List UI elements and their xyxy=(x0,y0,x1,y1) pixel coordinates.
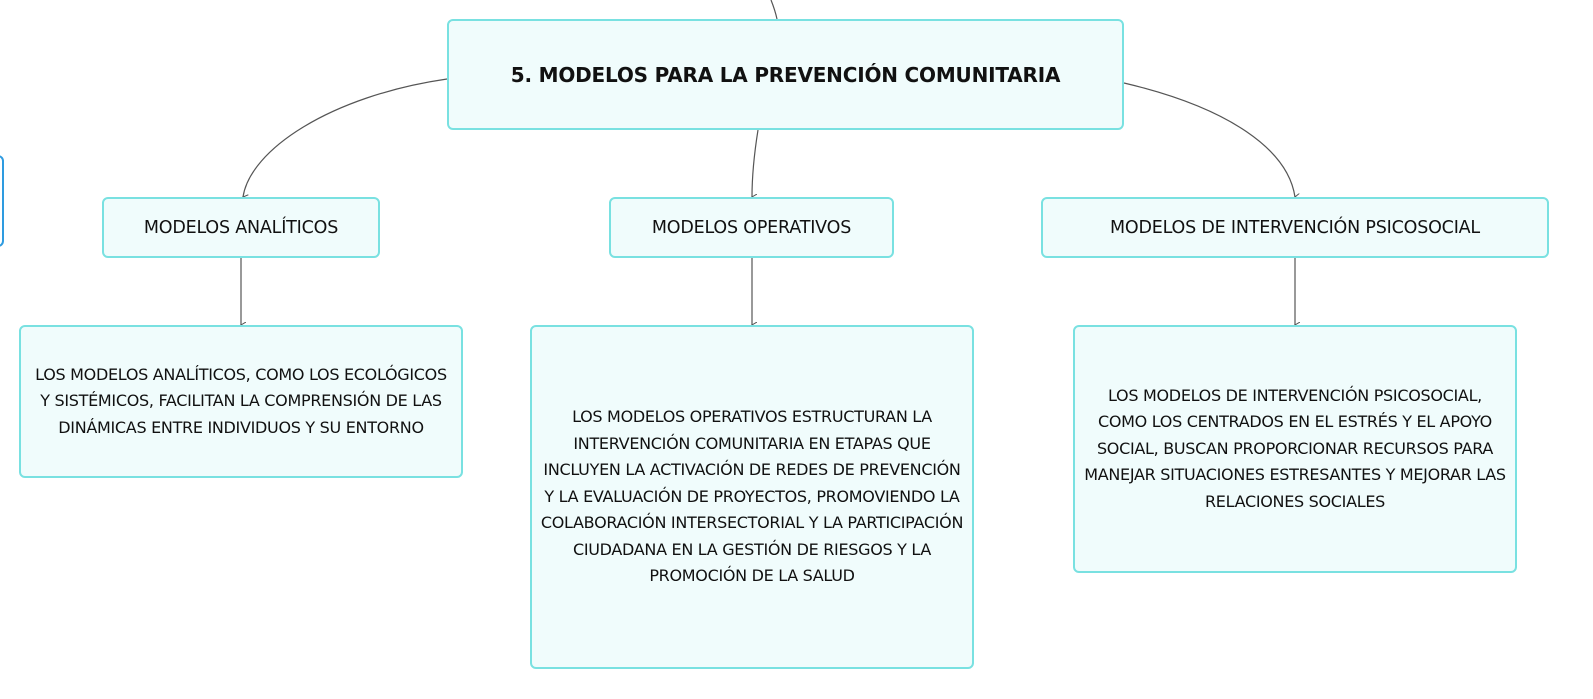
branch-node-modelos-intervencion-psicosocial[interactable]: MODELOS DE INTERVENCIÓN PSICOSOCIAL xyxy=(1041,197,1549,258)
branch-label: MODELOS DE INTERVENCIÓN PSICOSOCIAL xyxy=(1109,217,1480,238)
detail-text: LOS MODELOS ANALÍTICOS, COMO LOS ECOLÓGI… xyxy=(35,364,447,437)
connector-root-to-analiticos xyxy=(243,78,448,197)
root-topic-node[interactable]: 5. MODELOS PARA LA PREVENCIÓN COMUNITARI… xyxy=(447,19,1124,130)
detail-node-modelos-analiticos[interactable]: LOS MODELOS ANALÍTICOS, COMO LOS ECOLÓGI… xyxy=(19,325,463,478)
branch-node-modelos-analiticos[interactable]: MODELOS ANALÍTICOS xyxy=(102,197,380,258)
offscreen-node-edge[interactable] xyxy=(0,155,4,247)
connector-parent-to-root xyxy=(770,0,778,20)
detail-node-modelos-intervencion-psicosocial[interactable]: LOS MODELOS DE INTERVENCIÓN PSICOSOCIAL,… xyxy=(1073,325,1517,573)
detail-text: LOS MODELOS OPERATIVOS ESTRUCTURAN LA IN… xyxy=(540,407,964,586)
branch-node-modelos-operativos[interactable]: MODELOS OPERATIVOS xyxy=(609,197,894,258)
connector-root-to-operativos xyxy=(752,129,759,197)
branch-label: MODELOS ANALÍTICOS xyxy=(143,217,339,238)
branch-label: MODELOS OPERATIVOS xyxy=(651,217,852,238)
detail-node-modelos-operativos[interactable]: LOS MODELOS OPERATIVOS ESTRUCTURAN LA IN… xyxy=(530,325,974,669)
detail-text: LOS MODELOS DE INTERVENCIÓN PSICOSOCIAL,… xyxy=(1084,385,1506,511)
root-topic-label: 5. MODELOS PARA LA PREVENCIÓN COMUNITARI… xyxy=(510,62,1061,87)
connector-root-to-psicosocial xyxy=(1123,82,1295,197)
